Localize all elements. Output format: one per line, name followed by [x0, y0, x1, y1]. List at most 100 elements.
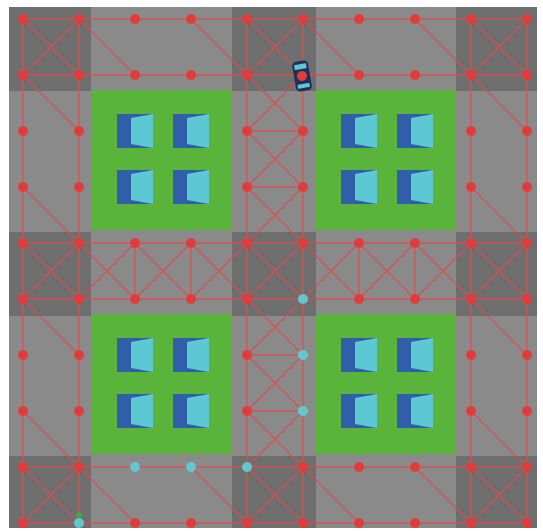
graph-node — [410, 294, 420, 304]
building-icon — [397, 170, 433, 204]
graph-node — [466, 70, 476, 80]
city-block — [316, 314, 456, 454]
building-face — [131, 394, 153, 428]
visited-node — [242, 462, 252, 472]
visited-node — [298, 350, 308, 360]
graph-node — [522, 406, 532, 416]
graph-node — [522, 350, 532, 360]
building-face — [355, 170, 377, 204]
graph-node — [522, 70, 532, 80]
building-icon — [341, 170, 377, 204]
graph-node — [466, 126, 476, 136]
building-face — [411, 338, 433, 372]
building-icon — [397, 114, 433, 148]
graph-node — [186, 14, 196, 24]
graph-node — [298, 126, 308, 136]
graph-node — [466, 518, 476, 528]
graph-node — [354, 70, 364, 80]
building-icon — [173, 338, 209, 372]
graph-node — [18, 350, 28, 360]
building-face — [187, 338, 209, 372]
graph-node — [18, 182, 28, 192]
goal-flag — [76, 512, 82, 518]
building-icon — [341, 338, 377, 372]
building-face — [187, 114, 209, 148]
building-face — [131, 338, 153, 372]
graph-node — [18, 294, 28, 304]
city-block — [316, 90, 456, 230]
building-icon — [397, 338, 433, 372]
graph-node — [74, 462, 84, 472]
graph-node — [186, 238, 196, 248]
graph-node — [130, 238, 140, 248]
graph-node — [18, 406, 28, 416]
building-icon — [117, 394, 153, 428]
goal-marker-icon — [76, 512, 82, 518]
building-icon — [117, 114, 153, 148]
graph-node — [410, 14, 420, 24]
graph-node — [466, 462, 476, 472]
visited-node — [74, 518, 84, 528]
graph-node — [186, 294, 196, 304]
graph-node — [74, 14, 84, 24]
graph-node — [130, 14, 140, 24]
graph-node — [242, 14, 252, 24]
graph-node — [298, 462, 308, 472]
graph-node — [354, 238, 364, 248]
graph-node — [410, 518, 420, 528]
graph-node — [298, 182, 308, 192]
graph-node — [130, 518, 140, 528]
ground-layer — [9, 7, 537, 528]
building-icon — [173, 114, 209, 148]
visited-node — [298, 294, 308, 304]
graph-node — [522, 518, 532, 528]
graph-node — [466, 238, 476, 248]
graph-node — [18, 238, 28, 248]
graph-node — [130, 294, 140, 304]
graph-node — [298, 238, 308, 248]
graph-node — [354, 462, 364, 472]
building-icon — [397, 394, 433, 428]
visited-node — [130, 462, 140, 472]
graph-node — [242, 350, 252, 360]
building-icon — [341, 114, 377, 148]
graph-node — [242, 182, 252, 192]
building-icon — [173, 170, 209, 204]
building-face — [187, 170, 209, 204]
graph-node — [74, 70, 84, 80]
graph-node — [18, 14, 28, 24]
graph-node — [410, 70, 420, 80]
graph-node — [298, 14, 308, 24]
visited-node — [186, 462, 196, 472]
graph-node — [18, 70, 28, 80]
graph-node — [74, 182, 84, 192]
building-face — [355, 114, 377, 148]
graph-node — [242, 518, 252, 528]
graph-node — [242, 294, 252, 304]
graph-node — [18, 126, 28, 136]
building-icon — [341, 394, 377, 428]
building-icon — [117, 338, 153, 372]
graph-node — [74, 350, 84, 360]
graph-node — [298, 518, 308, 528]
graph-node — [466, 182, 476, 192]
graph-node — [410, 462, 420, 472]
graph-node — [522, 462, 532, 472]
graph-node — [354, 14, 364, 24]
graph-node — [74, 406, 84, 416]
visited-node — [298, 406, 308, 416]
graph-node — [242, 126, 252, 136]
graph-node — [186, 70, 196, 80]
graph-node — [242, 406, 252, 416]
building-face — [131, 114, 153, 148]
graph-node — [466, 14, 476, 24]
graph-node — [354, 294, 364, 304]
graph-node — [354, 518, 364, 528]
graph-node — [18, 518, 28, 528]
graph-node — [466, 294, 476, 304]
building-face — [355, 338, 377, 372]
graph-node — [74, 238, 84, 248]
graph-node — [522, 182, 532, 192]
building-face — [411, 170, 433, 204]
